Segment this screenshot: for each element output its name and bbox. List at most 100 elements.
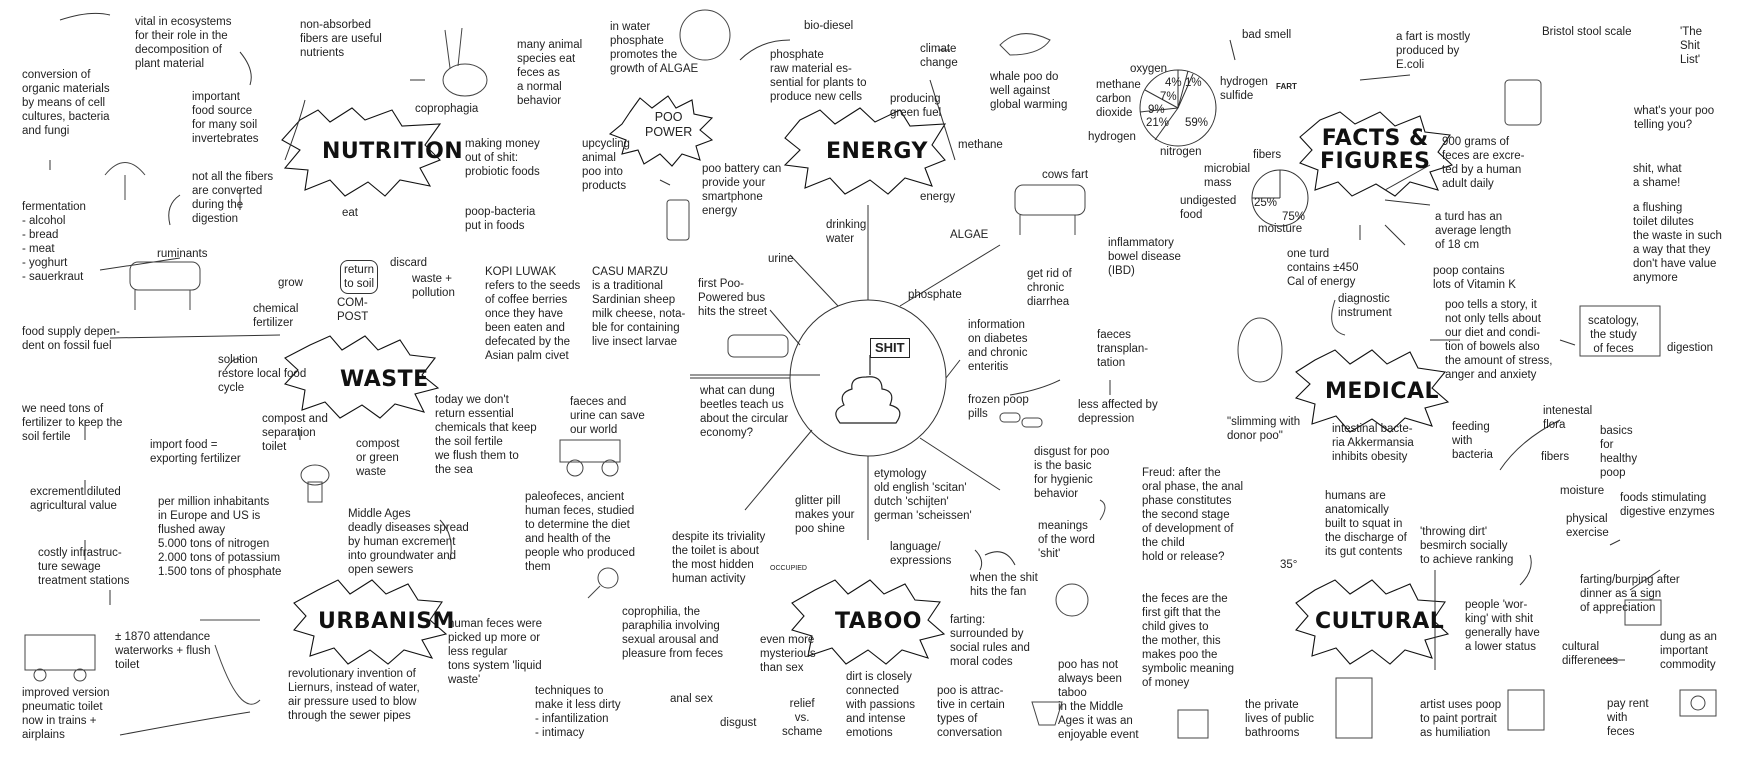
cultural-squat: humans are anatomically built to squat i… <box>1325 490 1407 559</box>
question-icon <box>1099 499 1106 521</box>
facts-vitamin: poop contains lots of Vitamin K <box>1433 265 1516 292</box>
whale-icon <box>999 33 1051 56</box>
nutrition-waste-pollution: waste + pollution <box>412 273 455 300</box>
cultural-differences: cultural differences <box>1562 641 1619 668</box>
energy-climate: climate change <box>920 43 958 70</box>
medical-foods: foods stimulating digestive enzymes <box>1620 492 1715 519</box>
flag-icon <box>1624 599 1662 626</box>
facts-gas-oxygen: oxygen <box>1130 63 1168 75</box>
nutrition-vital: vital in ecosystems for their role in th… <box>135 16 232 71</box>
ring-get-rid: get rid of chronic diarrhea <box>1027 268 1072 309</box>
hub-bursts <box>281 95 1454 665</box>
medical-flora: intenestal flora <box>1543 405 1593 432</box>
nutrition-discard: discard <box>390 257 428 269</box>
stethoscope-icon <box>1331 299 1346 336</box>
facts-pct-9: 9% <box>1148 104 1165 116</box>
nutrition-chemical-fertilizer: chemical fertilizer <box>253 303 299 330</box>
nutrition-poop-bacteria: poop-bacteria put in foods <box>465 206 536 233</box>
hub-taboo: TABOO <box>835 609 922 634</box>
energy-producing: producing green fuel <box>890 93 942 120</box>
medical-scatology: scatology, the study of feces <box>1588 315 1639 356</box>
battery-phone-icon <box>666 199 690 241</box>
fan-icon <box>1055 583 1089 617</box>
train-icon <box>24 634 96 682</box>
energy-methane: methane <box>958 139 1003 151</box>
facts-bristol: Bristol stool scale <box>1542 26 1632 38</box>
ring-faeces-transplantation: faeces transplan- tation <box>1097 329 1149 370</box>
ring-information: information on diabetes and chronic ente… <box>968 319 1028 374</box>
pills-icon <box>999 412 1043 428</box>
facts-fibers: fibers <box>1253 149 1282 161</box>
gas-pie <box>1139 69 1217 147</box>
waste-per-million: per million inhabitants in Europe and US… <box>158 496 282 579</box>
hub-waste: WASTE <box>340 367 429 392</box>
cultural-working: people 'wor- king' with shit generally h… <box>1465 599 1540 654</box>
facts-grams: 900 grams of feces are excre- ted by a h… <box>1442 136 1525 191</box>
person-icon <box>1237 317 1283 383</box>
energy-drinking: drinking water <box>826 219 867 246</box>
facts-fart-mostly: a fart is mostly produced by E.coli <box>1396 31 1471 72</box>
cultural-throwing: 'throwing dirt' besmirch socially to ach… <box>1420 526 1514 567</box>
facts-pct-4: 4% <box>1165 77 1182 89</box>
taboo-freud: Freud: after the oral phase, the anal ph… <box>1142 467 1244 564</box>
door-icon <box>1335 677 1373 739</box>
composition-pie <box>1251 169 1309 227</box>
hose-icon <box>200 619 261 705</box>
hub-cultural: CULTURAL <box>1315 609 1445 634</box>
algae-icon <box>679 9 731 61</box>
nutrition-eat: eat <box>342 207 358 219</box>
taboo-dirt: dirt is closely connected with passions … <box>846 671 916 740</box>
facts-gas-hydrogen: hydrogen <box>1088 131 1136 143</box>
poo-icon <box>835 355 901 424</box>
cow-icon <box>1014 184 1086 235</box>
waste-today: today we don't return essential chemical… <box>435 394 537 477</box>
medical-digestion: digestion <box>1667 342 1714 354</box>
book-icon <box>1579 305 1661 357</box>
medical-physical: physical exercise <box>1566 513 1609 540</box>
waste-compost-green: compost or green waste <box>356 438 400 479</box>
taboo-coprophilia: coprophilia, the paraphilia involving se… <box>622 606 723 661</box>
facts-telling: what's your poo telling you? <box>1634 105 1715 132</box>
facts-pct-7: 7% <box>1160 91 1177 103</box>
taboo-farting: farting: surrounded by social rules and … <box>950 614 1030 669</box>
hub-poo-power: POO POWER <box>645 110 693 140</box>
ring-glitter: glitter pill makes your poo shine <box>795 495 855 536</box>
center-flag-label: SHIT <box>870 338 910 358</box>
taboo-mysterious: even more mysterious than sex <box>760 634 816 675</box>
taboo-first-gift: the feces are the first gift that the ch… <box>1142 593 1235 690</box>
nutrition-compost: COM- POST <box>337 297 369 324</box>
ring-disgust-basic: disgust for poo is the basic for hygieni… <box>1034 446 1110 501</box>
cultural-dung-commodity: dung as an important commodity <box>1660 631 1717 672</box>
nutrition-fermentation: fermentation - alcohol - bread - meat - … <box>22 201 86 284</box>
cultural-farting-dinner: farting/burping after dinner as a sign o… <box>1580 574 1680 615</box>
medical-akkermansia: intestinal bacte- ria Akkermansia inhibi… <box>1332 423 1414 464</box>
facts-one-turd: one turd contains ±450 Cal of energy <box>1287 248 1359 289</box>
facts-pct-75: 75% <box>1282 211 1306 223</box>
facts-pct-25: 25% <box>1254 197 1278 209</box>
hub-energy: ENERGY <box>826 139 928 164</box>
facts-pct-21: 21% <box>1146 117 1170 129</box>
hub-facts-figures: FACTS & FIGURES <box>1320 126 1431 175</box>
taboo-occupied-sign: OCCUPIED <box>770 565 807 572</box>
medical-basics: basics for healthy poop <box>1600 425 1638 480</box>
facts-gas-h2s: hydrogen sulfide <box>1220 76 1268 103</box>
nutrition-many-species: many animal species eat feces as a norma… <box>517 39 583 108</box>
gift-icon <box>1177 709 1209 739</box>
facts-moisture: moisture <box>1258 223 1303 235</box>
energy-biodiesel: bio-diesel <box>804 20 854 32</box>
ring-frozen-pills: frozen poop pills <box>968 394 1029 421</box>
facts-shit-list: 'The Shit List' <box>1680 26 1703 67</box>
taboo-attractive: poo is attrac- tive in certain types of … <box>937 685 1005 740</box>
facts-flushing: a flushing toilet dilutes the waste in s… <box>1633 202 1722 285</box>
waste-compost-separation: compost and separation toilet <box>262 413 328 454</box>
facts-gas-nitrogen: nitrogen <box>1160 146 1202 158</box>
medical-moisture: moisture <box>1560 485 1605 497</box>
facts-microbial: microbial mass <box>1204 163 1251 190</box>
waste-solution: solution restore local food cycle <box>218 354 307 395</box>
medical-fibers: fibers <box>1541 451 1570 463</box>
waste-costly: costly infrastruc- ture sewage treatment… <box>38 547 130 588</box>
portrait-icon <box>1507 689 1545 731</box>
energy-urine: urine <box>768 253 794 265</box>
scale-icon <box>1504 79 1542 126</box>
